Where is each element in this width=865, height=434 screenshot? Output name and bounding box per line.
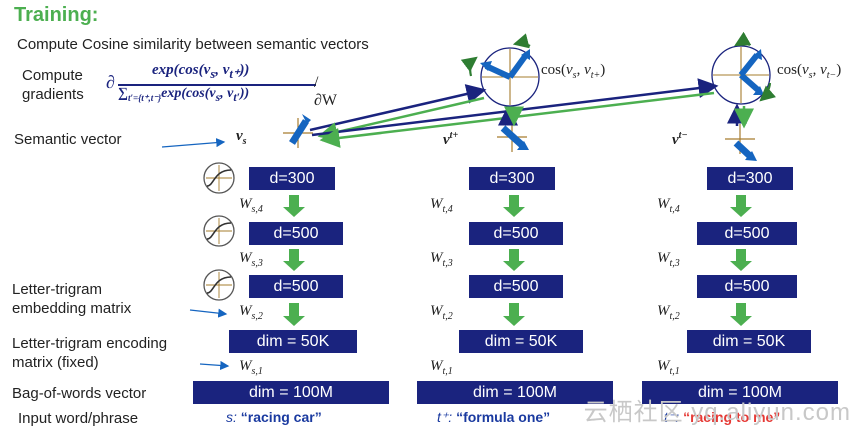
source-input-phrase: s: “racing car”	[226, 409, 322, 425]
down-arrow-icon	[503, 261, 525, 271]
positive-weight-3: Wt,3	[430, 250, 453, 269]
negative-layer-500b-box: d=500	[697, 275, 797, 298]
down-arrow-icon	[736, 303, 746, 317]
source-layer-500a-box: d=500	[249, 222, 343, 245]
down-arrow-icon	[730, 316, 752, 326]
positive-layer-500a-box: d=500	[469, 222, 563, 245]
cos-positive-label: cos(vs, vt+)	[541, 62, 606, 81]
cosine-connections	[309, 78, 754, 148]
vs-label: vs	[236, 128, 247, 147]
down-arrow-icon	[503, 207, 525, 217]
down-arrow-icon	[730, 261, 752, 271]
vt-negative-label: vt−	[672, 130, 688, 148]
cosine-circle-icon	[711, 31, 777, 105]
semantic-vector-pointer	[161, 138, 226, 148]
negative-layer-50k-box: dim = 50K	[687, 330, 811, 353]
cos-negative-label: cos(vs, vt−)	[777, 62, 842, 81]
down-arrow-icon	[736, 195, 746, 208]
negative-input-phrase: t⁻: “racing to me”	[664, 409, 781, 425]
watermark: 云栖社区 yq.aliyun.com	[583, 399, 851, 426]
positive-layer-50k-box: dim = 50K	[459, 330, 583, 353]
source-layer-500b-box: d=500	[249, 275, 343, 298]
positive-weight-4: Wt,4	[430, 196, 453, 215]
down-arrow-icon	[503, 316, 525, 326]
bag-of-words-label: Bag-of-words vector	[12, 385, 147, 402]
source-layer-100m-box: dim = 100M	[193, 381, 389, 404]
source-weight-2: Ws,2	[239, 303, 263, 322]
down-arrow-icon	[509, 249, 519, 262]
down-arrow-icon	[289, 249, 299, 262]
slide-subtitle: Compute Cosine similarity between semant…	[17, 36, 369, 53]
down-arrow-icon	[509, 303, 519, 317]
letter-trigram-embedding-label: Letter-trigram embedding matrix	[12, 281, 132, 317]
down-arrow-icon	[283, 261, 305, 271]
semantic-vector-label: Semantic vector	[14, 131, 122, 148]
vt-positive-label: vt+	[443, 130, 459, 148]
positive-layer-100m-box: dim = 100M	[417, 381, 613, 404]
negative-layer-100m-box: dim = 100M	[642, 381, 838, 404]
down-arrow-icon	[509, 195, 519, 208]
down-arrow-icon	[283, 207, 305, 217]
input-word-phrase-label: Input word/phrase	[18, 410, 139, 427]
formula-fraction-bar	[118, 84, 316, 86]
positive-layer-500b-box: d=500	[469, 275, 563, 298]
down-arrow-icon	[730, 207, 752, 217]
source-weight-4: Ws,4	[239, 196, 263, 215]
slide-title: Training:	[14, 4, 99, 26]
positive-weight-2: Wt,2	[430, 303, 453, 322]
down-arrow-icon	[283, 316, 305, 326]
source-weight-3: Ws,3	[239, 250, 263, 269]
embedding-pointer	[189, 308, 228, 318]
down-arrow-icon	[289, 303, 299, 317]
negative-weight-2: Wt,2	[657, 303, 680, 322]
source-weight-1: Ws,1	[239, 358, 263, 377]
positive-weight-1: Wt,1	[430, 358, 453, 377]
semantic-vector-icon	[283, 114, 313, 148]
tanh-activation-icon	[203, 162, 235, 194]
negative-layer-500a-box: d=500	[697, 222, 797, 245]
source-layer-50k-box: dim = 50K	[229, 330, 357, 353]
negative-layer-300-box: d=300	[707, 167, 793, 190]
layer-arrows	[283, 195, 752, 326]
formula-numerator: exp(cos(vs, vt⁺))	[152, 62, 250, 81]
negative-weight-3: Wt,3	[657, 250, 680, 269]
down-arrow-icon	[736, 249, 746, 262]
source-layer-300-box: d=300	[249, 167, 335, 190]
encoding-pointer	[199, 360, 230, 370]
down-arrow-icon	[289, 195, 299, 208]
negative-weight-1: Wt,1	[657, 358, 680, 377]
letter-trigram-encoding-label: Letter-trigram encoding matrix (fixed)	[12, 335, 168, 371]
cosine-circle-icon	[460, 33, 540, 107]
gradient-formula: ∂ exp(cos(vs, vt⁺)) ∑t′={t⁺,t⁻}exp(cos(v…	[106, 62, 338, 109]
negative-weight-4: Wt,4	[657, 196, 680, 215]
semantic-vector-icon	[497, 122, 529, 152]
semantic-vector-icon	[725, 124, 757, 161]
tanh-activation-icon	[203, 269, 235, 301]
positive-input-phrase: t⁺: “formula one”	[437, 409, 551, 425]
compute-gradients-label: Compute gradients	[22, 67, 84, 103]
positive-layer-300-box: d=300	[469, 167, 555, 190]
tanh-activation-icon	[203, 215, 235, 247]
formula-denominator: ∑t′={t⁺,t⁻}exp(cos(vs, vt′))	[118, 86, 250, 104]
